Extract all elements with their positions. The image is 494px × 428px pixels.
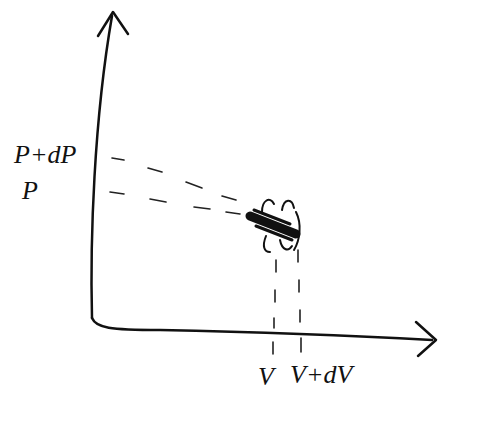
dash-line xyxy=(110,192,240,214)
dash-line xyxy=(112,158,236,200)
x-axis xyxy=(92,318,432,340)
axis-label: V xyxy=(258,364,274,390)
axis-label: P xyxy=(22,178,38,204)
x-axis-arrow xyxy=(416,322,436,356)
y-axis-arrow xyxy=(98,12,128,36)
axis-label: P+dP xyxy=(14,142,76,168)
dash-line xyxy=(298,250,301,352)
dash-line xyxy=(273,260,276,354)
element-scribble xyxy=(250,200,300,252)
y-axis xyxy=(92,16,112,318)
axis-label: V+dV xyxy=(290,362,352,388)
